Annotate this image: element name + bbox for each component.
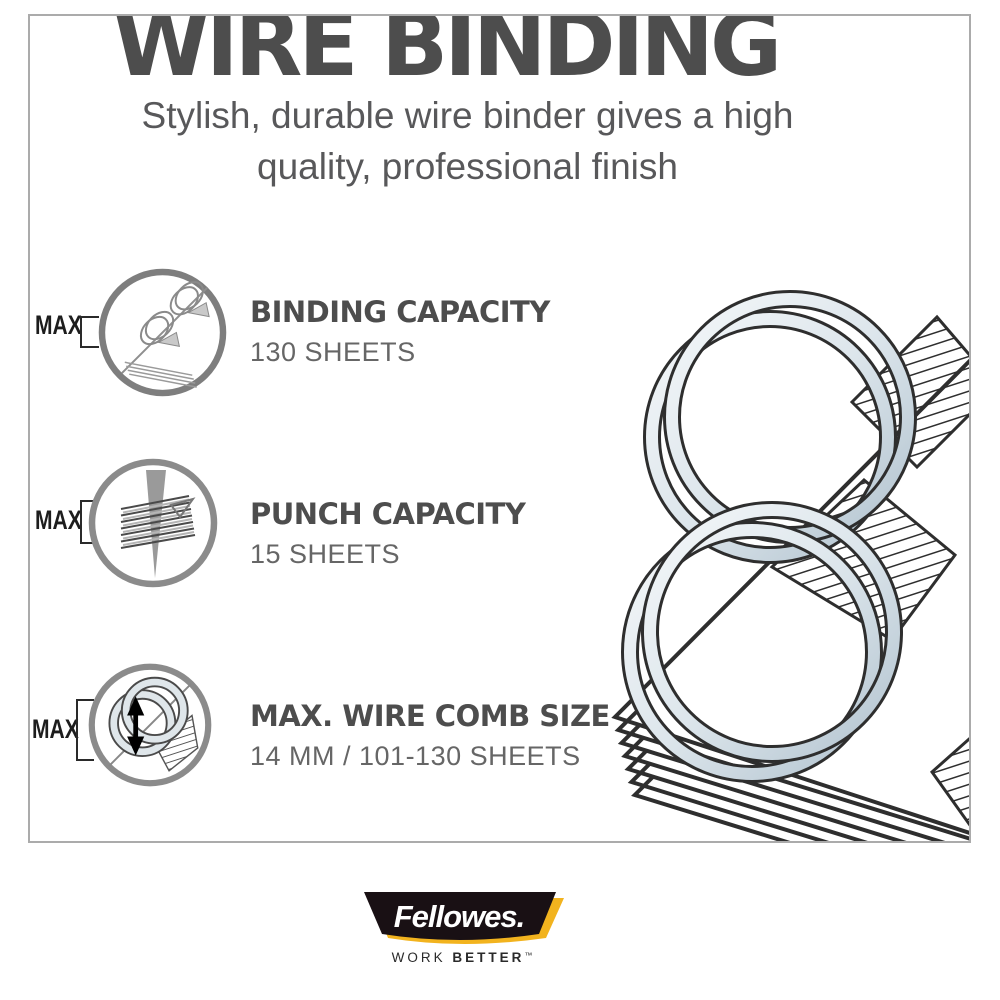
punched-hole-edge (929, 737, 969, 827)
small-wire-loop-2 (169, 281, 210, 318)
size-arrow-icon (127, 696, 145, 756)
logo-black-banner (364, 892, 556, 940)
feature-text: MAX. WIRE COMB SIZE 14 MM / 101-130 SHEE… (250, 699, 610, 772)
max-label: MAX (35, 505, 82, 535)
small-wire-loop-1 (139, 310, 181, 348)
feature-text: PUNCH CAPACITY 15 SHEETS (250, 497, 526, 570)
info-panel: WIRE BINDING Stylish, durable wire binde… (28, 14, 971, 843)
fellowes-logo-banner: Fellowes. (364, 892, 564, 944)
punch-blade (146, 470, 166, 578)
feature-heading: PUNCH CAPACITY (250, 497, 526, 531)
feature-value: 14 MM / 101-130 SHEETS (250, 740, 581, 771)
tagline-word-work: WORK (391, 950, 446, 965)
wire-loop (108, 676, 189, 757)
fellowes-logo: Fellowes. (356, 886, 568, 953)
brand-tagline: WORK BETTER™ (356, 950, 568, 965)
feature-value: 130 SHEETS (250, 336, 416, 367)
tagline-word-better: BETTER (452, 950, 525, 965)
feature-row-binding-capacity: MAX (30, 267, 969, 417)
subtitle-line-2: quality, professional finish (257, 146, 678, 188)
logo-wordmark: Fellowes. (394, 899, 525, 934)
feature-row-punch-capacity: MAX (30, 457, 969, 607)
wire-comb-size-icon (88, 663, 212, 787)
wire-binding-illustration (611, 290, 969, 841)
feature-heading: BINDING CAPACITY (250, 295, 550, 329)
subtitle: Stylish, durable wire binder gives a hig… (30, 90, 937, 192)
feature-row-wire-comb-size: MAX (30, 662, 969, 812)
trademark-symbol: ™ (524, 951, 533, 960)
max-bracket (76, 699, 94, 761)
max-label: MAX (32, 714, 79, 744)
page-title: WIRE BINDING (112, 14, 782, 96)
feature-value: 15 SHEETS (250, 538, 401, 569)
wire-loop-lower (621, 501, 903, 783)
wire-bound-document-icon (98, 268, 227, 397)
punch-capacity-icon (88, 458, 218, 588)
feature-heading: MAX. WIRE COMB SIZE (250, 699, 610, 733)
feature-text: BINDING CAPACITY 130 SHEETS (250, 295, 550, 368)
max-label: MAX (35, 310, 82, 340)
subtitle-line-1: Stylish, durable wire binder gives a hig… (141, 95, 794, 136)
max-bracket (80, 316, 99, 348)
